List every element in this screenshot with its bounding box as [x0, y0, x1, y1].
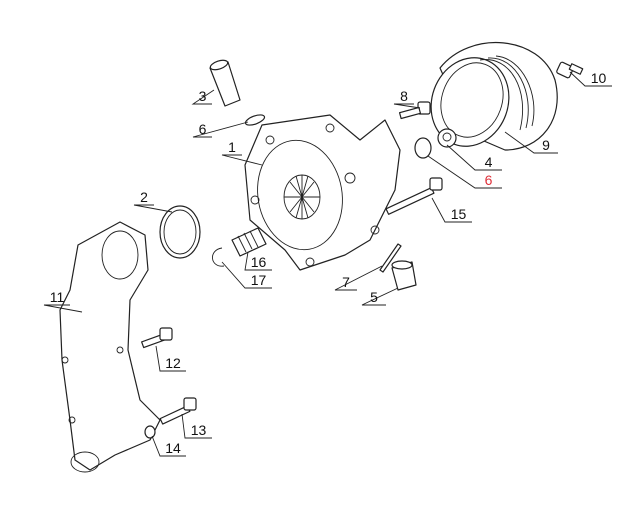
part-bolt-10[interactable] [556, 61, 584, 79]
part-pump-housing[interactable] [244, 114, 401, 271]
leader-line [446, 144, 502, 171]
part-bolt-12[interactable] [141, 327, 173, 349]
callout-12[interactable]: 12 [155, 345, 186, 372]
part-plug-4[interactable] [437, 128, 457, 148]
leader-line [43, 304, 83, 313]
callout-11[interactable]: 11 [43, 289, 83, 313]
callout-6[interactable]: 6 [192, 121, 249, 138]
callout-label[interactable]: 4 [485, 154, 493, 170]
callout-label[interactable]: 12 [165, 355, 181, 371]
callout-1[interactable]: 1 [221, 139, 263, 166]
callout-label[interactable]: 3 [199, 88, 207, 104]
part-water-manifold[interactable] [59, 221, 161, 473]
part-oring-6-top[interactable] [244, 113, 266, 127]
leader-line [192, 121, 249, 138]
part-pulley[interactable] [419, 41, 558, 158]
callout-label[interactable]: 9 [542, 137, 550, 153]
leader-line [155, 345, 186, 372]
part-oring-6-right[interactable] [414, 137, 432, 159]
leader-line [151, 435, 186, 457]
leader-line [569, 71, 612, 87]
callout-label[interactable]: 8 [400, 88, 408, 104]
callout-label[interactable]: 10 [591, 70, 607, 86]
leader-line [393, 103, 421, 109]
callout-7[interactable]: 7 [334, 265, 383, 291]
callout-label[interactable]: 7 [342, 274, 350, 290]
callout-8[interactable]: 8 [393, 88, 421, 109]
part-pipe-16[interactable] [231, 227, 267, 257]
part-seal-ring-2[interactable] [159, 205, 201, 259]
leader-line [221, 261, 272, 289]
callout-label[interactable]: 1 [228, 139, 236, 155]
callout-label[interactable]: 17 [251, 272, 267, 288]
callout-label[interactable]: 15 [451, 206, 467, 222]
callout-label[interactable]: 6 [199, 121, 207, 137]
callout-17[interactable]: 17 [221, 261, 272, 289]
leader-line [361, 287, 399, 306]
leader-line [334, 265, 383, 291]
part-bolt-8[interactable] [398, 101, 431, 120]
callout-16[interactable]: 16 [244, 251, 272, 271]
callout-10[interactable]: 10 [569, 70, 612, 87]
callout-label[interactable]: 2 [140, 189, 148, 205]
leader-line [504, 131, 558, 154]
callout-label[interactable]: 5 [370, 289, 378, 305]
part-clip-17[interactable] [212, 247, 225, 267]
callout-4[interactable]: 4 [446, 144, 502, 171]
part-pin-7[interactable] [379, 243, 402, 273]
leader-line [427, 155, 502, 189]
callout-2[interactable]: 2 [133, 189, 173, 213]
callout-3[interactable]: 3 [191, 88, 215, 105]
leader-line [133, 204, 173, 213]
callout-label[interactable]: 14 [165, 440, 181, 456]
callout-13[interactable]: 13 [181, 413, 212, 439]
callout-label[interactable]: 6 [485, 172, 493, 188]
callout-15[interactable]: 15 [431, 197, 472, 223]
callout-5[interactable]: 5 [361, 287, 399, 306]
part-washer-14[interactable] [144, 425, 156, 439]
callout-label[interactable]: 16 [251, 254, 267, 270]
callout-9[interactable]: 9 [504, 131, 558, 154]
leader-line [244, 251, 272, 271]
part-bolt-13[interactable] [159, 397, 197, 425]
callout-14[interactable]: 14 [151, 435, 186, 457]
part-sleeve-3[interactable] [209, 58, 241, 107]
leader-line [191, 89, 215, 105]
callout-label[interactable]: 11 [50, 289, 65, 305]
callout-6[interactable]: 6 [427, 155, 502, 189]
callout-label[interactable]: 13 [191, 422, 207, 438]
leader-line [221, 154, 263, 166]
part-plug-5[interactable] [391, 260, 417, 291]
part-bolt-15[interactable] [385, 177, 443, 215]
leader-line [181, 413, 212, 439]
leader-line [431, 197, 472, 223]
